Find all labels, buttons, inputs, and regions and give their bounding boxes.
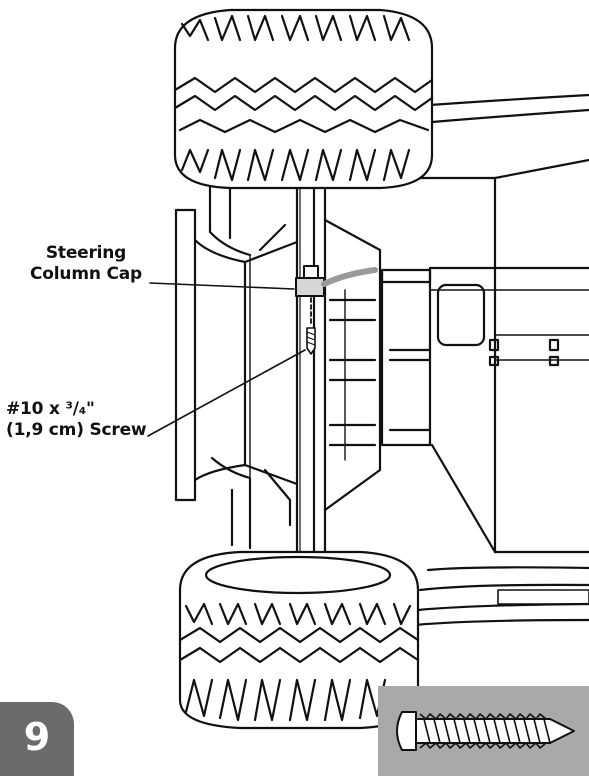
leader-line-cap	[149, 282, 295, 290]
steering-column-cap-label: Steering Column Cap	[16, 243, 156, 285]
screw-inset	[378, 686, 589, 776]
rear-tire-bottom	[178, 550, 420, 730]
screw-label-line1: #10 x ³/₄"	[6, 399, 95, 419]
steering-column-rod	[278, 168, 327, 602]
steering-column-cap-label-line1: Steering	[45, 243, 127, 263]
screw-label: #10 x ³/₄" (1,9 cm) Screw	[6, 399, 166, 441]
steering-column-cap	[295, 265, 378, 297]
chassis-body	[380, 93, 589, 627]
leader-line-screw	[147, 349, 306, 437]
steering-column-cap-label-line2: Column Cap	[30, 264, 142, 284]
front-tire-top	[173, 8, 434, 190]
screw	[306, 297, 316, 355]
axle-frame	[174, 173, 382, 550]
screw-actual-size-icon	[396, 711, 575, 751]
screw-label-line2: (1,9 cm) Screw	[6, 420, 147, 440]
step-number-badge: 9	[0, 702, 74, 776]
